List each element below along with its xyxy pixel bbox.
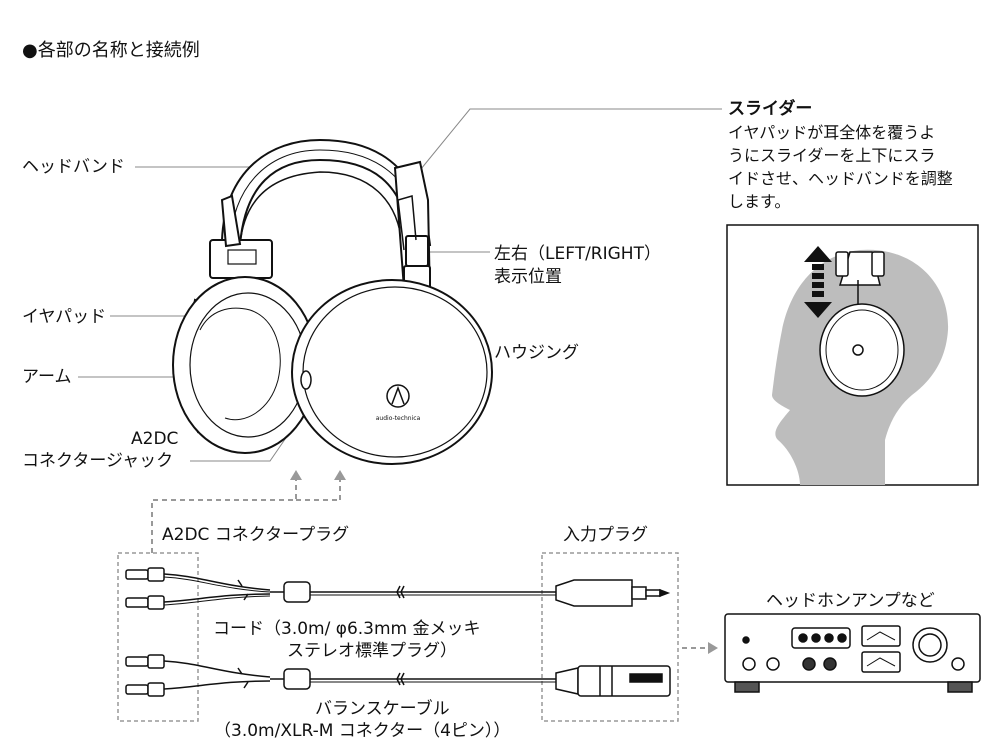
balanced-cable: [125, 654, 671, 697]
logo-text: audio-technica: [376, 415, 421, 422]
label-earpad: イヤパッド: [22, 307, 107, 327]
slider-desc-line2: うにスライダーを上下にスラ: [728, 146, 936, 165]
label-balance-line2: （3.0m/XLR-M コネクター（4ピン））: [214, 721, 511, 741]
label-cord-line2: ステレオ標準プラグ）: [287, 641, 457, 661]
slider-desc-line4: します。: [728, 192, 791, 211]
label-a2dc-jack-line1: A2DC: [131, 429, 179, 449]
arrow-right-icon: [708, 642, 718, 654]
dashed-connector: [151, 478, 341, 553]
a2dc-plug-box: [117, 552, 199, 722]
arrow-up-icon: [334, 470, 346, 480]
arrow-up-icon: [290, 470, 302, 480]
audio-technica-logo: [386, 384, 410, 408]
label-amp: ヘッドホンアンプなど: [766, 591, 935, 611]
label-a2dc-jack-line2: コネクタージャック: [22, 451, 174, 471]
input-plug-box: [541, 552, 679, 722]
slider-desc-line1: イヤパッドが耳全体を覆うよ: [728, 123, 936, 142]
up-down-arrow-icon: [804, 246, 832, 318]
label-housing: ハウジング: [494, 343, 579, 363]
label-headband: ヘッドバンド: [22, 157, 125, 177]
slider-desc-line3: イドさせ、ヘッドバンドを調整: [728, 169, 953, 188]
standard-cable: [125, 567, 671, 610]
label-input-plug: 入力プラグ: [563, 525, 648, 545]
label-a2dc-plug: A2DC コネクタープラグ: [162, 525, 350, 545]
label-arm: アーム: [22, 367, 72, 387]
slider-inset-illustration: [772, 246, 949, 485]
page-title: ●各部の名称と接続例: [22, 40, 200, 61]
headphone-amp: [724, 613, 981, 693]
label-balance-line1: バランスケーブル: [315, 699, 450, 719]
label-lr-line1: 左右（LEFT/RIGHT）: [494, 244, 661, 264]
label-lr-line2: 表示位置: [494, 267, 562, 287]
headphone-illustration: [172, 138, 493, 465]
label-cord-line1: コード（3.0m/ φ6.3mm 金メッキ: [213, 619, 481, 639]
label-slider: スライダー: [728, 99, 813, 119]
